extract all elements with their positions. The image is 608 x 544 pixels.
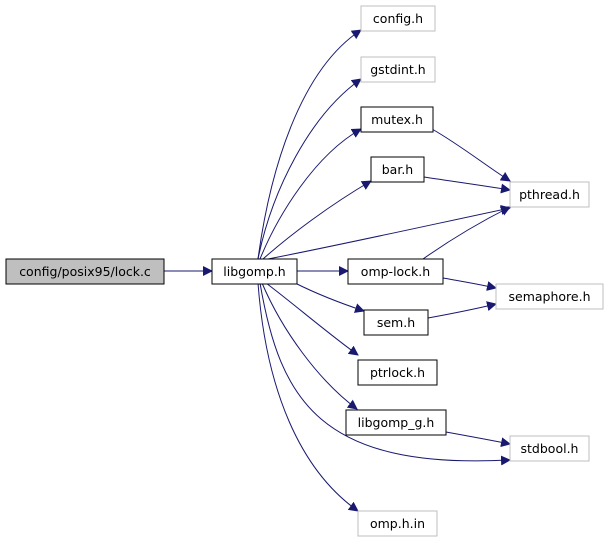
edge-libgomp_g-stdbool — [445, 431, 511, 448]
edge-libgomp-omp — [257, 282, 359, 512]
edge-libgomp-gstdint — [257, 78, 362, 260]
node-label: gstdint.h — [370, 62, 425, 77]
node-label: omp-lock.h — [361, 264, 430, 279]
node-pthread[interactable]: pthread.h — [509, 181, 590, 208]
edge-bar-pthread — [423, 176, 511, 194]
node-bar[interactable]: bar.h — [370, 156, 425, 183]
node-label: sem.h — [377, 315, 415, 330]
node-mutex[interactable]: mutex.h — [360, 106, 434, 133]
nodes: config/posix95/lock.c libgomp.h config.h… — [5, 5, 604, 537]
node-config[interactable]: config.h — [360, 5, 436, 32]
edge-omplock-pthread — [422, 206, 511, 260]
node-gstdint[interactable]: gstdint.h — [360, 56, 436, 83]
edge-libgomp-pthread — [267, 204, 511, 260]
node-libgomp[interactable]: libgomp.h — [211, 258, 298, 285]
edge-libgomp-ptrlock — [265, 282, 359, 356]
node-label: ptrlock.h — [370, 365, 425, 380]
edge-libgomp-mutex — [259, 128, 362, 260]
edge-libgomp-libgomp_g — [261, 282, 358, 410]
edge-sem-semaphore — [427, 301, 497, 319]
node-semaphore[interactable]: semaphore.h — [495, 283, 604, 310]
node-label: libgomp_g.h — [358, 415, 435, 430]
edge-mutex-pthread — [431, 128, 511, 182]
edge-libgomp-stdbool — [259, 282, 511, 466]
node-sem[interactable]: sem.h — [363, 309, 429, 336]
node-label: mutex.h — [371, 112, 423, 127]
edges — [164, 29, 511, 512]
node-ptrlock[interactable]: ptrlock.h — [357, 359, 438, 386]
node-label: semaphore.h — [509, 289, 591, 304]
node-label: bar.h — [382, 162, 413, 177]
node-label: libgomp.h — [223, 264, 285, 279]
node-label: pthread.h — [519, 187, 580, 202]
node-label: config.h — [373, 11, 423, 26]
edge-libgomp-bar — [262, 180, 372, 260]
node-libgomp_g[interactable]: libgomp_g.h — [345, 409, 447, 436]
node-label: stdbool.h — [521, 441, 579, 456]
node-root[interactable]: config/posix95/lock.c — [5, 258, 165, 285]
edge-libgomp-sem — [294, 282, 365, 313]
node-label: config/posix95/lock.c — [19, 264, 151, 279]
edge-libgomp-config — [257, 29, 362, 260]
node-label: omp.h.in — [370, 516, 425, 531]
node-omplock[interactable]: omp-lock.h — [347, 258, 444, 285]
node-omp[interactable]: omp.h.in — [357, 510, 438, 537]
edge-omplock-semaphore — [442, 277, 497, 291]
node-stdbool[interactable]: stdbool.h — [509, 435, 590, 462]
